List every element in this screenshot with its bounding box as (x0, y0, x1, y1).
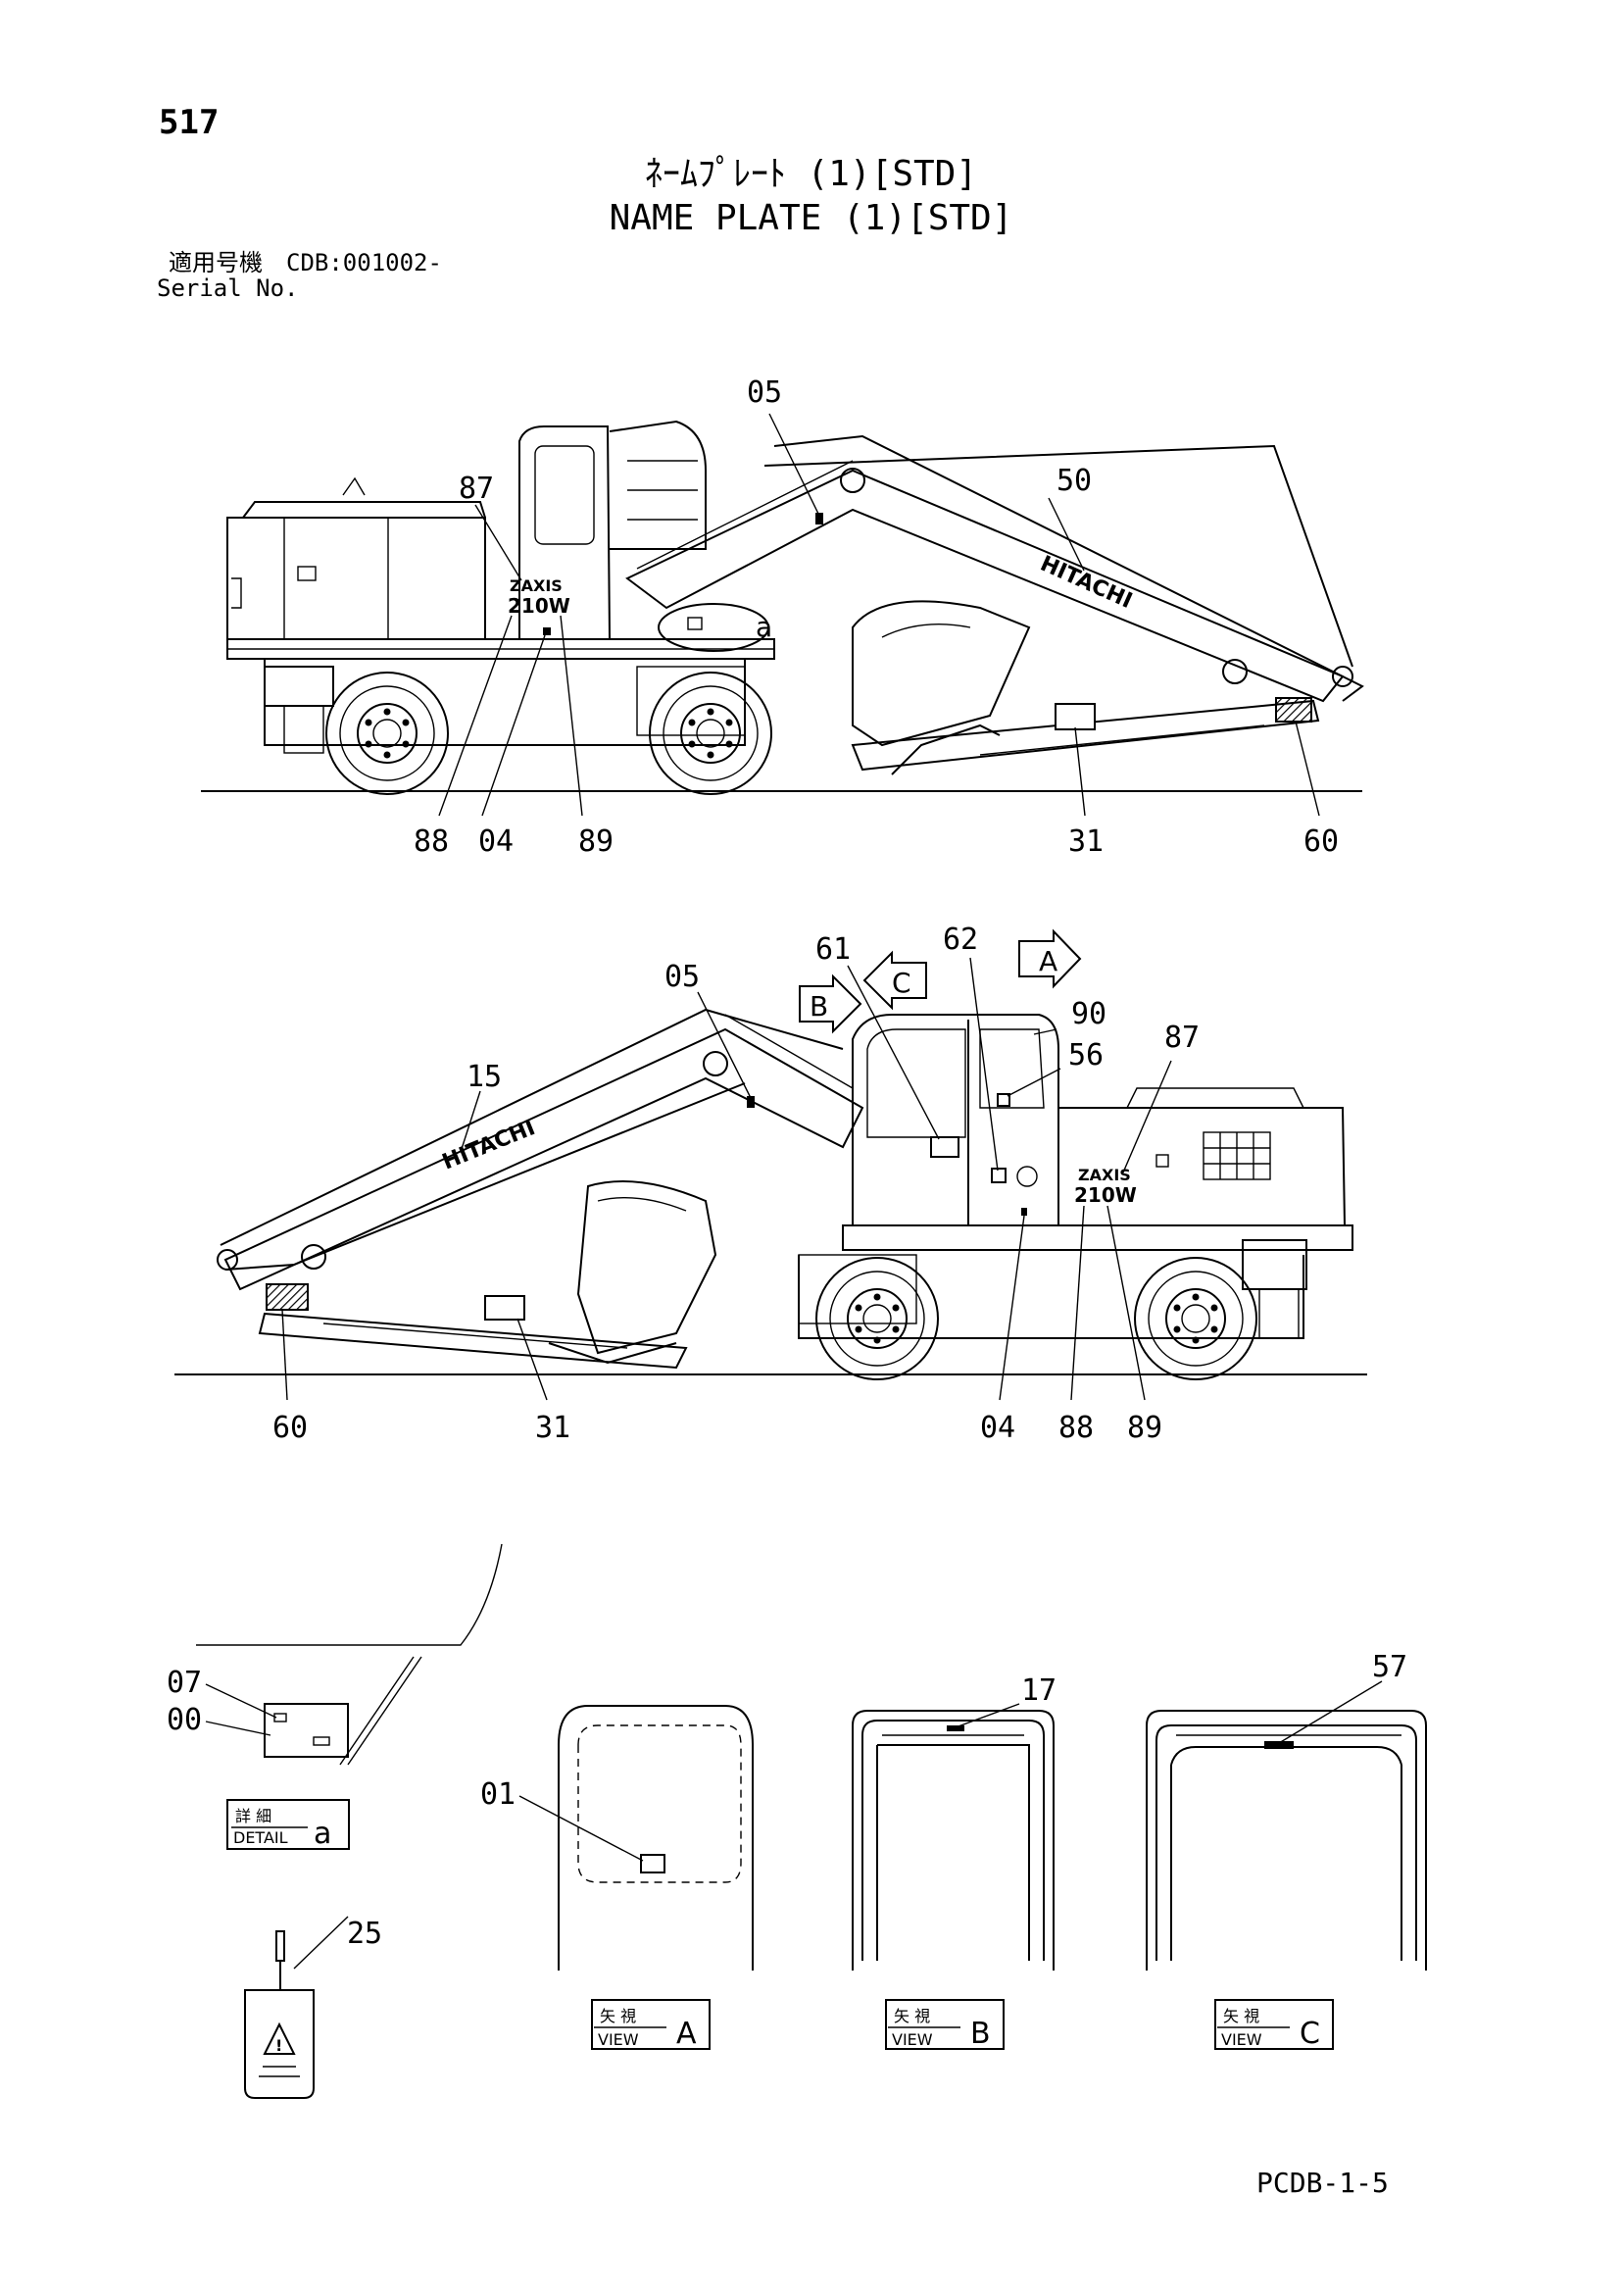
plate-62 (991, 1168, 1007, 1183)
view-b-label-jp: 矢 視 (894, 2007, 930, 2025)
detail-a-label-jp: 詳 細 (235, 1807, 271, 1825)
callout-15: 15 (467, 1060, 502, 1094)
view-arrow-a (1018, 928, 1082, 989)
callout-87: 87 (459, 472, 494, 506)
callout-25: 25 (347, 1917, 382, 1951)
view-arrow-b (799, 973, 862, 1034)
view-a-label-jp: 矢 視 (600, 2007, 636, 2025)
plate-07 (264, 1703, 349, 1758)
callout-60: 60 (272, 1411, 308, 1445)
callout-90: 90 (1071, 997, 1106, 1031)
detail-a: 07 00 詳 細 DETAIL a (167, 1543, 503, 1851)
callout-56: 56 (1068, 1038, 1104, 1073)
callout-60: 60 (1303, 824, 1339, 859)
callout-31: 31 (535, 1411, 570, 1445)
serial-number-label: Serial No. (157, 275, 299, 302)
view-arrow-b-label: B (810, 990, 828, 1023)
zaxis-decal-left-bottom: 210W (1074, 1183, 1137, 1207)
detail-marker-a: a (756, 611, 772, 643)
side-view-right: HITACHI ZAXIS 210W a 05 87 50 88 04 89 3… (201, 375, 1364, 859)
view-c-letter: C (1300, 2017, 1320, 2051)
plate-60-left (266, 1283, 309, 1311)
view-c: 57 矢 視 VIEW C (1146, 1650, 1427, 2051)
footer-code: PCDB-1-5 (1256, 2167, 1389, 2199)
plate-31-left (484, 1295, 525, 1321)
view-a-letter: A (676, 2017, 697, 2051)
callout-87: 87 (1164, 1021, 1200, 1055)
page-title-japanese: ﾈｰﾑﾌﾟﾚｰﾄ (1)[STD] (644, 154, 978, 194)
plate-61 (930, 1136, 959, 1158)
callout-00: 00 (167, 1703, 202, 1737)
callout-88: 88 (1058, 1411, 1094, 1445)
view-c-label-en: VIEW (1221, 2030, 1262, 2049)
view-arrow-c (862, 950, 927, 1011)
callout-07: 07 (167, 1666, 202, 1700)
page-number: 517 (159, 103, 220, 142)
callout-88: 88 (414, 824, 449, 859)
view-c-label-jp: 矢 視 (1223, 2007, 1259, 2025)
plate-56 (997, 1093, 1010, 1107)
hitachi-decal-left: HITACHI (439, 1116, 539, 1175)
callout-04: 04 (980, 1411, 1015, 1445)
zaxis-decal-right-bottom: 210W (508, 594, 570, 618)
detail-a-label-box (226, 1799, 350, 1850)
view-b: 17 矢 視 VIEW B (852, 1673, 1057, 2051)
callout-05: 05 (747, 375, 782, 410)
page-title: NAME PLATE (1)[STD] (609, 198, 1013, 238)
serial-number-label-japanese: 適用号機 CDB:001002- (169, 249, 442, 276)
callout-50: 50 (1057, 464, 1092, 498)
zaxis-decal-left-top: ZAXIS (1078, 1166, 1131, 1184)
view-arrow-c-label: C (892, 967, 911, 999)
plate-01 (640, 1854, 665, 1873)
warning-tag: ! 25 (244, 1916, 382, 2099)
side-view-left: HITACHI ZAXIS 210W A B C 05 61 62 90 56 … (174, 923, 1367, 1445)
callout-17: 17 (1021, 1673, 1057, 1708)
svg-text:!: ! (275, 2036, 282, 2055)
callout-89: 89 (578, 824, 614, 859)
plate-31-right (1055, 703, 1096, 730)
callout-04: 04 (478, 824, 514, 859)
view-b-label-en: VIEW (892, 2030, 933, 2049)
callout-05: 05 (664, 960, 700, 994)
callout-57: 57 (1372, 1650, 1407, 1684)
callout-62: 62 (943, 923, 978, 957)
plate-60-right (1275, 697, 1312, 723)
callout-89: 89 (1127, 1411, 1162, 1445)
callout-61: 61 (815, 932, 851, 967)
callout-31: 31 (1068, 824, 1104, 859)
view-b-letter: B (970, 2017, 991, 2051)
detail-a-letter: a (314, 1817, 331, 1851)
view-a: 01 矢 視 VIEW A (480, 1705, 754, 2051)
view-arrow-a-label: A (1039, 945, 1057, 977)
detail-a-label-en: DETAIL (233, 1828, 288, 1847)
zaxis-decal-right-top: ZAXIS (510, 576, 563, 595)
view-a-label-en: VIEW (598, 2030, 639, 2049)
callout-01: 01 (480, 1777, 516, 1812)
